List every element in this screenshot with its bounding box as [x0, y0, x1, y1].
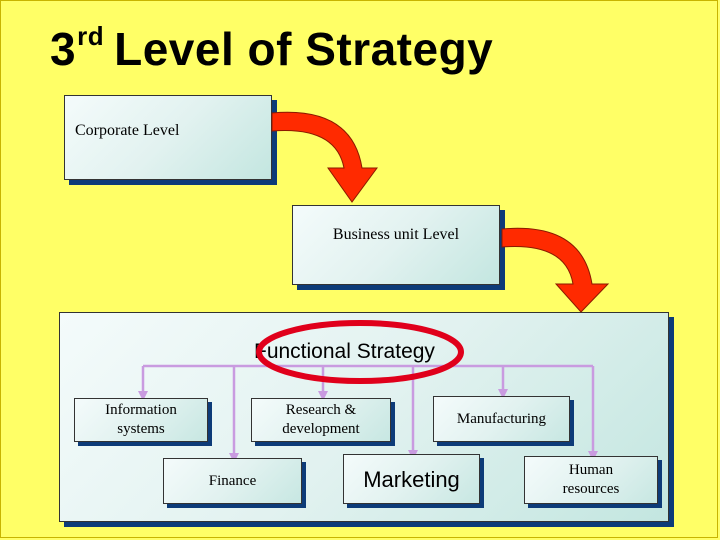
highlight-ellipse: [256, 320, 464, 384]
finance-label: Finance: [208, 472, 257, 489]
curved-arrow-2: [501, 227, 610, 313]
functional-strategy-label: Functional Strategy: [254, 340, 435, 363]
manufacturing-box: Manufacturing: [433, 396, 570, 442]
information-systems-label: Information systems: [105, 402, 177, 437]
information-systems-box: Information systems: [74, 398, 208, 442]
manufacturing-label: Manufacturing: [456, 410, 547, 427]
corporate-level-label: Corporate Level: [75, 122, 180, 139]
marketing-label: Marketing: [363, 466, 460, 492]
finance-box: Finance: [163, 458, 302, 504]
human-resources-box: Human resources: [524, 456, 658, 504]
business-unit-level-label: Business unit Level: [332, 226, 460, 243]
curved-arrow-1: [271, 111, 378, 203]
business-unit-level-box: Business unit Level: [292, 205, 500, 285]
function-connectors: [138, 364, 598, 463]
corporate-level-box: Corporate Level: [64, 95, 272, 180]
research-development-label: Research & development: [282, 402, 360, 437]
marketing-box: Marketing: [343, 454, 480, 504]
research-development-box: Research & development: [251, 398, 391, 442]
human-resources-label: Human resources: [562, 462, 620, 497]
